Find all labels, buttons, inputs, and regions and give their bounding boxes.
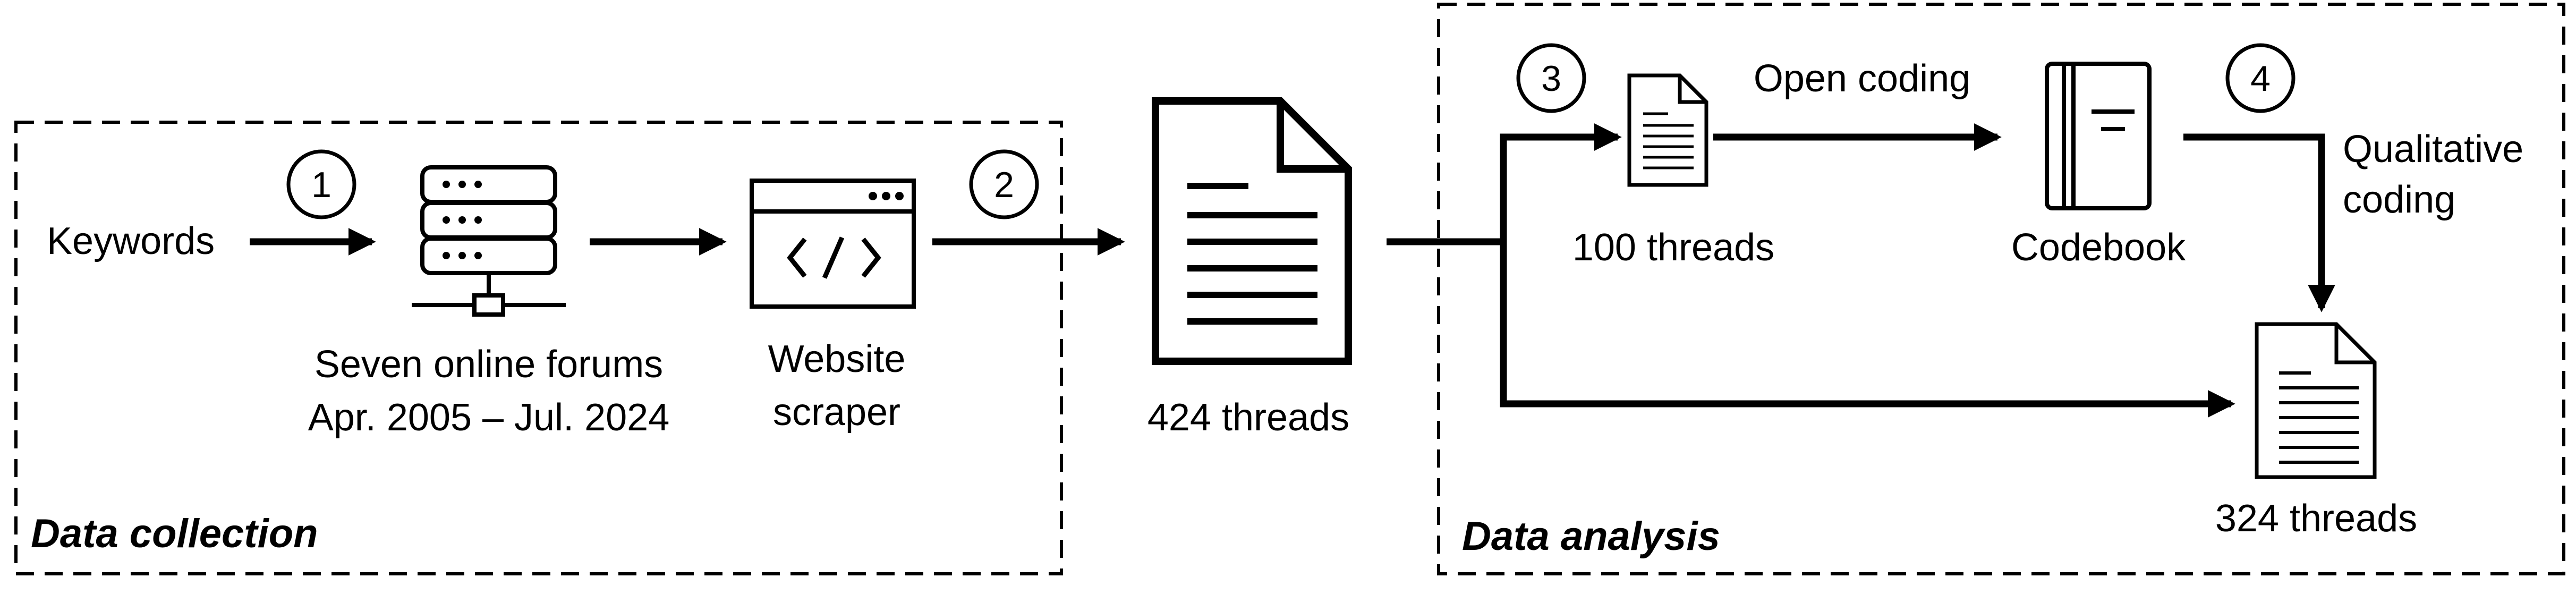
step-2-circle	[969, 149, 1039, 219]
threads-total-label: 424 threads	[1147, 396, 1349, 439]
step-1-circle	[286, 149, 356, 219]
arrow-threads-to-remaining	[1500, 242, 2235, 418]
data-collection-box	[14, 121, 1063, 575]
codebook-label: Codebook	[2011, 226, 2186, 269]
data-analysis-title: Data analysis	[1462, 514, 1720, 559]
step-3-circle	[1516, 43, 1586, 113]
document-remaining-icon	[2255, 322, 2377, 479]
arrow-threads-to-sample	[1387, 123, 1622, 245]
step-1-number: 1	[311, 165, 331, 205]
qualitative-label-line1: Qualitative	[2343, 128, 2523, 171]
data-collection-title: Data collection	[31, 511, 318, 556]
step-4-circle	[2225, 43, 2296, 113]
document-sample-icon	[1627, 73, 1708, 187]
forums-label-line1: Seven online forums	[314, 343, 663, 386]
code-window-icon	[750, 179, 916, 309]
qualitative-label-line2: coding	[2343, 179, 2455, 221]
arrow-qualitative-coding	[2183, 133, 2335, 312]
forums-label-line2: Apr. 2005 – Jul. 2024	[308, 396, 670, 439]
step-2-number: 2	[994, 165, 1014, 205]
step-3-number: 3	[1541, 58, 1561, 99]
book-icon	[2045, 62, 2152, 210]
step-4-number: 4	[2250, 58, 2271, 99]
data-analysis-box	[1437, 3, 2565, 575]
keywords-label: Keywords	[47, 220, 215, 262]
open-coding-label: Open coding	[1754, 57, 1970, 100]
scraper-label-line2: scraper	[773, 391, 900, 434]
remaining-threads-label: 324 threads	[2215, 497, 2417, 540]
scraper-label-line1: Website	[768, 338, 906, 380]
server-icon	[412, 165, 566, 317]
document-large-icon	[1152, 97, 1352, 365]
sample-threads-label: 100 threads	[1572, 226, 1774, 269]
